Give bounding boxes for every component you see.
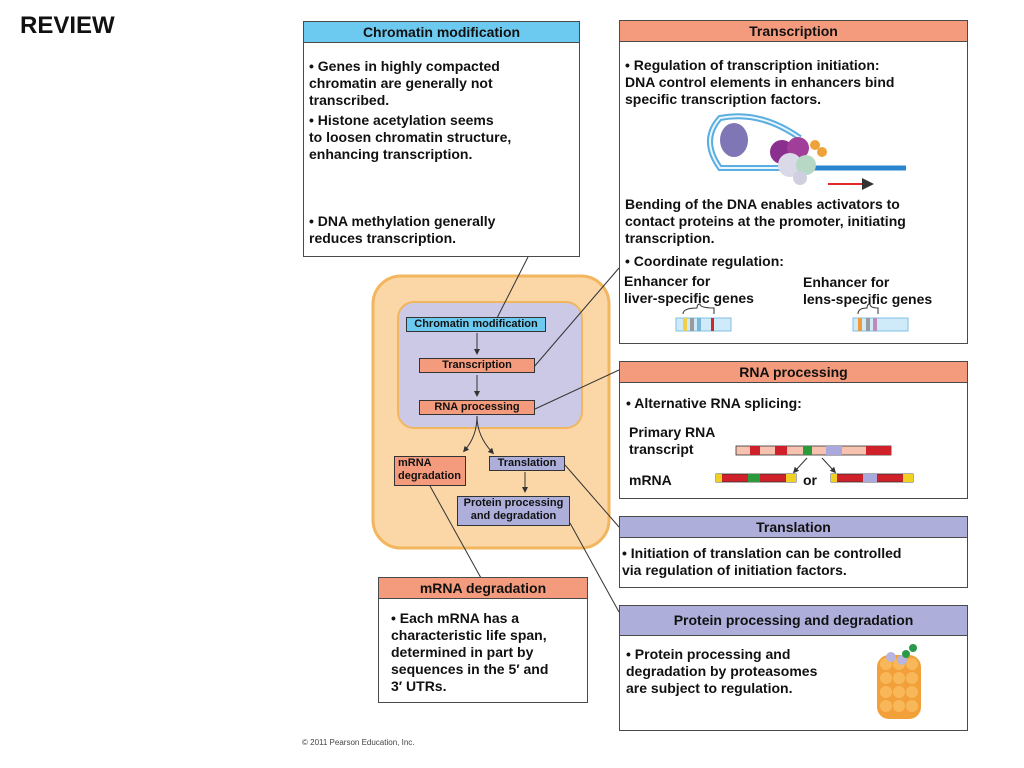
chromatin-point-acetylation: • Histone acetylation seems to loosen ch… [309, 112, 512, 162]
or-label: or [803, 472, 817, 488]
chromatin-modification-box: Chromatin modification • Genes in highly… [303, 21, 580, 257]
transcription-box: Transcription • Regulation of transcript… [619, 20, 968, 344]
rna-processing-header: RNA processing [620, 362, 967, 383]
proteasome-illustration [877, 644, 921, 719]
copyright-notice: © 2011 Pearson Education, Inc. [302, 738, 415, 747]
rna-point-splicing: • Alternative RNA splicing: [626, 395, 802, 411]
chromatin-point-methylation: • DNA methylation generally reduces tran… [309, 213, 496, 246]
transcription-point-coordinate: • Coordinate regulation: [625, 253, 784, 269]
protein-processing-box: Protein processing and degradation • Pro… [619, 605, 968, 731]
center-protein-processing: Protein processing and degradation [457, 496, 570, 526]
chromatin-point-compacted: • Genes in highly compacted chromatin ar… [309, 58, 500, 108]
transcription-point-bending: Bending of the DNA enables activators to… [625, 196, 906, 246]
liver-enhancer-label: Enhancer for liver-specific genes [624, 273, 754, 306]
translation-box: Translation • Initiation of translation … [619, 516, 968, 588]
mrna-label: mRNA [629, 472, 672, 488]
transcription-header: Transcription [620, 21, 967, 42]
dna-loop-illustration [707, 113, 906, 190]
protein-processing-header: Protein processing and degradation [620, 606, 967, 636]
center-chromatin-modification: Chromatin modification [406, 317, 546, 332]
mrna-variant-1 [715, 473, 797, 483]
lens-enhancer-illustration [852, 303, 909, 332]
center-translation: Translation [489, 456, 565, 471]
center-mrna-degradation: mRNA degradation [394, 456, 466, 486]
mrna-variant-2 [830, 473, 914, 483]
transcription-point-initiation: • Regulation of transcription initiation… [625, 57, 895, 107]
primary-rna-label: Primary RNA transcript [629, 424, 716, 457]
lens-enhancer-label: Enhancer for lens-specific genes [803, 274, 933, 307]
mrna-point-lifespan: • Each mRNA has a characteristic life sp… [391, 610, 549, 694]
slide-title: REVIEW [20, 12, 115, 39]
liver-enhancer-illustration [675, 303, 732, 332]
center-transcription: Transcription [419, 358, 535, 373]
translation-header: Translation [620, 517, 967, 538]
translation-point-initiation: • Initiation of translation can be contr… [622, 545, 902, 578]
mrna-degradation-header: mRNA degradation [379, 578, 587, 599]
rna-processing-box: RNA processing • Alternative RNA splicin… [619, 361, 968, 499]
mrna-degradation-box: mRNA degradation • Each mRNA has a chara… [378, 577, 588, 703]
protein-point-proteasomes: • Protein processing and degradation by … [626, 646, 818, 696]
chromatin-modification-header: Chromatin modification [304, 22, 579, 43]
primary-transcript-illustration [735, 445, 892, 456]
center-rna-processing: RNA processing [419, 400, 535, 415]
